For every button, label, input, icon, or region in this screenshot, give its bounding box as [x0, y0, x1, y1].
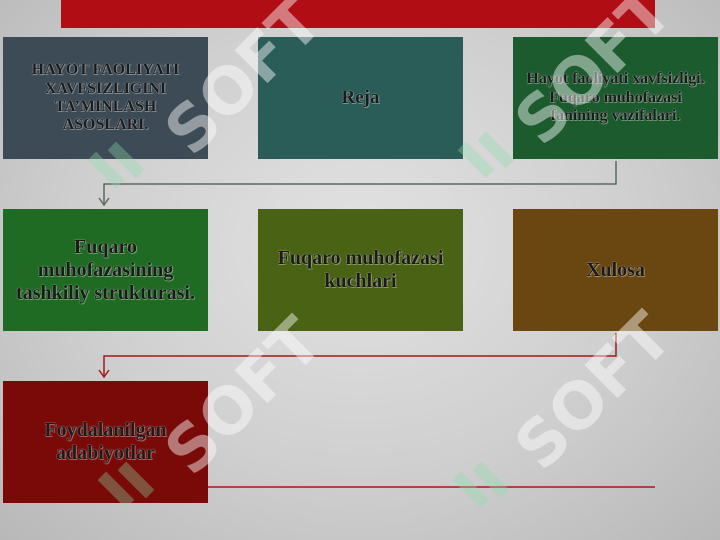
- card-label: Fuqaro muhofazasining tashkiliy struktur…: [16, 235, 195, 304]
- card-reja[interactable]: Reja: [258, 37, 463, 159]
- card-label: Xulosa: [586, 258, 645, 281]
- arrowhead-row2: [98, 197, 110, 207]
- connector-row1-to-row2: [103, 161, 617, 204]
- card-label: Reja: [341, 87, 380, 109]
- card-label: Foydalanilgan adabiyotlar: [44, 419, 167, 464]
- card-label: Fuqaro muhofazasi kuchlari: [277, 247, 444, 292]
- connector-row2-to-row3: [103, 333, 617, 376]
- card-hayot-faoliyati-vazifalari[interactable]: Hayot faoliyati xavfsizligi. Fuqaro muho…: [513, 37, 718, 159]
- card-muhofazasi-kuchlari[interactable]: Fuqaro muhofazasi kuchlari: [258, 209, 463, 331]
- card-label: Hayot faoliyati xavfsizligi. Fuqaro muho…: [526, 70, 705, 125]
- card-label: HAYOT FAOLIYATI XAVFSIZLIGINI TA’MINLASH…: [31, 61, 180, 134]
- card-hayot-faoliyati-asoslari[interactable]: HAYOT FAOLIYATI XAVFSIZLIGINI TA’MINLASH…: [3, 37, 208, 159]
- card-foydalanilgan-adabiyotlar[interactable]: Foydalanilgan adabiyotlar: [3, 381, 208, 503]
- card-xulosa[interactable]: Xulosa: [513, 209, 718, 331]
- arrowhead-row3: [98, 369, 110, 379]
- card-tashkiliy-strukturasi[interactable]: Fuqaro muhofazasining tashkiliy struktur…: [3, 209, 208, 331]
- title-bar: [61, 0, 655, 28]
